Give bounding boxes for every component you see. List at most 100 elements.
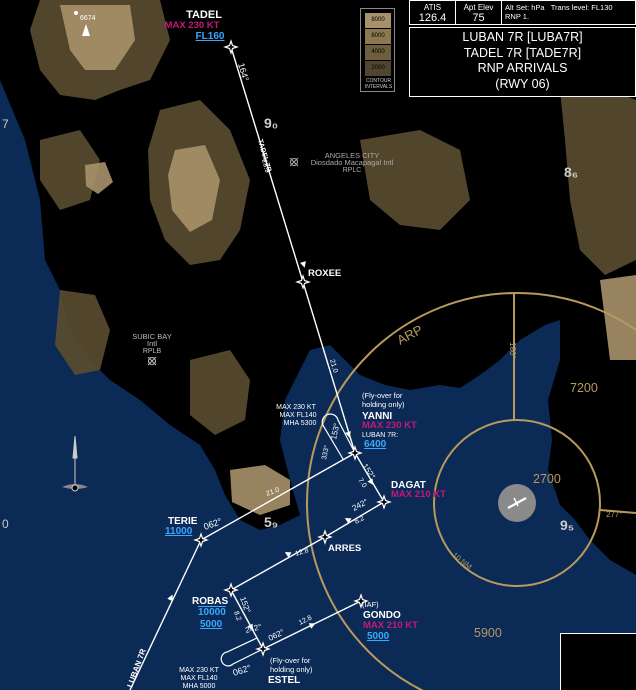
procedure-title-box: LUBAN 7R [LUBA7R] TADEL 7R [TADE7R] RNP …	[409, 27, 636, 97]
waypoint-robas-altitude-above: 10000	[198, 607, 226, 618]
msa-sector-5900: 5900	[474, 626, 502, 640]
yanni-hold-inbound: 153°	[329, 422, 341, 440]
terrain-area-6	[55, 290, 110, 375]
estel-restriction-3: MHA 5000	[183, 683, 216, 690]
legend-swatch-4: 2000	[365, 61, 391, 76]
angeles-airport-icon	[289, 157, 299, 167]
terrain-area-9	[360, 130, 470, 230]
route-segment-1	[230, 46, 304, 283]
legend-swatch-1: 8000	[365, 13, 391, 28]
arp-10nm-ring	[433, 419, 601, 587]
arp-ring	[306, 292, 636, 690]
route-arrow-4	[344, 518, 352, 524]
waypoint-tadel-name: TADEL	[186, 9, 222, 21]
waypoint-star	[376, 494, 392, 510]
yanni-dagat-distance: 7.0	[356, 477, 367, 489]
subic-bay-label: SUBIC BAY	[132, 332, 171, 341]
peak-icon	[74, 11, 90, 36]
route-segment-9	[129, 539, 202, 690]
waypoint-dagat-icon	[376, 494, 392, 510]
yanni-restriction-1: MAX 230 KT	[276, 404, 316, 411]
waypoint-robas-altitude-below: 5000	[200, 619, 223, 630]
terrain-area-10	[560, 85, 636, 275]
waypoint-yanni-icon	[347, 445, 363, 461]
grid-mora-90: 9₀	[264, 115, 278, 131]
waypoint-arres-icon	[317, 529, 333, 545]
altimeter-cell: Alt Set: hPa Trans level: FL130 RNP 1.	[502, 1, 636, 25]
estel-flyover-note-2: holding only)	[270, 665, 313, 674]
legend-swatch-2: 6000	[365, 29, 391, 44]
route-segment-3	[354, 452, 385, 503]
legend-label-line-2: INTERVALS	[364, 84, 393, 90]
yanni-holding-pattern	[321, 413, 356, 460]
waypoint-gondo-altitude: 5000	[367, 631, 390, 642]
title-line-4: (RWY 06)	[495, 76, 550, 91]
angeles-city-label: ANGELES CITY	[325, 151, 380, 160]
waypoint-star	[255, 641, 271, 657]
route-arrow-7	[308, 623, 316, 629]
waypoint-roxee-icon	[295, 274, 311, 290]
waypoint-dagat-speed: MAX 210 KT	[391, 489, 446, 500]
route-segment-5	[200, 452, 356, 541]
grid-value-0: 0	[2, 517, 9, 531]
arres-robas-distance: 12.8	[294, 547, 309, 558]
sea-area	[0, 80, 636, 690]
waypoint-star	[193, 532, 209, 548]
angeles-icao: RPLC	[343, 167, 362, 174]
subic-bay-intl: Intl	[147, 339, 157, 348]
waypoint-tadel-altitude: FL160	[196, 31, 225, 42]
waypoint-yanni-name: YANNI	[362, 411, 392, 422]
estel-holding-pattern	[220, 637, 264, 667]
terrain-area-11	[600, 275, 636, 360]
yanni-flyover-note-2: holding only)	[362, 400, 405, 409]
waypoint-star	[353, 593, 369, 609]
atis-cell: ATIS 126.4	[410, 1, 456, 25]
waypoint-arres-name: ARRES	[328, 543, 361, 554]
route-arrow-2	[345, 431, 351, 438]
title-line-2: TADEL 7R [TADE7R]	[463, 45, 582, 60]
subic-bay-icao: RPLB	[143, 348, 162, 355]
peak-elevation: 6674	[80, 15, 96, 22]
route-arrow-8	[167, 594, 173, 602]
waypoint-robas-icon	[223, 582, 239, 598]
dagat-arres-distance: 8.2	[354, 515, 366, 526]
yanni-luban-note: LUBAN 7R:	[362, 432, 398, 439]
apt-elev-cell: Apt Elev 75	[456, 1, 502, 25]
angeles-airport-name: Diosdado Macapagal Intl	[311, 158, 394, 167]
waypoint-symbols	[193, 39, 392, 657]
terrain-relief	[30, 0, 636, 515]
arp-radial-277-line	[599, 509, 636, 514]
estel-flyover-note-1: (Fly-over for	[270, 656, 311, 665]
title-line-1: LUBAN 7R [LUBA7R]	[462, 30, 583, 44]
terrain-area-5	[40, 130, 100, 210]
msa-sector-2700: 2700	[533, 472, 561, 486]
yanni-hold-outbound: 333°	[320, 444, 331, 460]
airport-runway-icon	[498, 484, 536, 522]
waypoint-star	[295, 274, 311, 290]
atis-label: ATIS	[423, 3, 442, 12]
msa-sector-7200: 7200	[570, 381, 598, 395]
waypoint-star	[223, 582, 239, 598]
waypoint-terie-altitude: 11000	[165, 526, 193, 537]
grid-mora-86: 8₆	[564, 164, 578, 180]
waypoint-star	[347, 445, 363, 461]
waypoint-terie-name: TERIE	[168, 516, 198, 527]
waypoint-star	[317, 529, 333, 545]
route-arrow-1	[300, 261, 306, 268]
apt-elev-value: 75	[472, 12, 485, 24]
alt-set-text: Alt Set: hPa	[505, 3, 545, 12]
waypoint-yanni-speed: MAX 230 KT	[362, 420, 417, 431]
arp-outer-ring	[306, 292, 636, 690]
terie-yanni-distance: 21.0	[265, 487, 280, 498]
route-segment-2	[302, 281, 356, 454]
waypoint-star	[223, 39, 239, 55]
terrain-area-12	[85, 162, 113, 194]
route-segment-4	[324, 501, 385, 538]
header-strip: ATIS 126.4 Apt Elev 75 Alt Set: hPa Tran…	[409, 0, 636, 25]
terrain-area-7	[190, 350, 250, 435]
title-line-3: RNP ARRIVALS	[477, 61, 568, 75]
yanni-restriction-3: MHA 5300	[284, 420, 317, 427]
route-segment-6	[230, 536, 326, 591]
arp-radial-180: 180°	[508, 342, 517, 359]
